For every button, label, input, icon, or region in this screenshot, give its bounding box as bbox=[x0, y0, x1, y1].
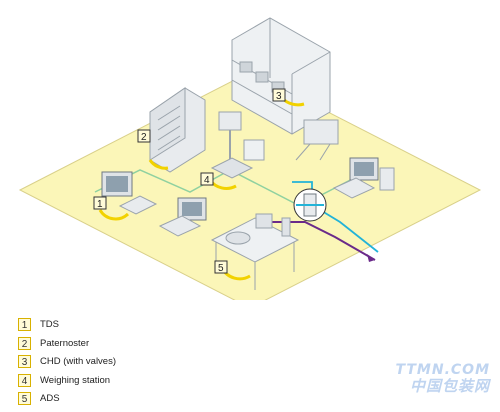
legend-badge: 1 bbox=[18, 318, 31, 331]
legend-item-paternoster: 2 Paternoster bbox=[18, 336, 218, 353]
marker-1-number: 1 bbox=[97, 199, 103, 210]
legend-item-chd: 3 CHD (with valves) bbox=[18, 355, 218, 371]
marker-1: 1 bbox=[93, 196, 107, 210]
tds-workstation bbox=[98, 171, 158, 221]
legend-item-weighing-station: 4 Weighing station bbox=[18, 373, 218, 390]
arrow-head-purple bbox=[367, 254, 375, 262]
legend-badge: 2 bbox=[18, 336, 31, 350]
marker-5: 5 bbox=[214, 260, 228, 274]
marker-2-number: 2 bbox=[141, 132, 147, 143]
marker-4-number: 4 bbox=[204, 175, 210, 186]
paternoster-unit bbox=[148, 87, 206, 173]
marker-5-number: 5 bbox=[218, 263, 224, 274]
center-workstation bbox=[158, 197, 207, 237]
purple-connection-line bbox=[250, 221, 376, 261]
legend-badge: 4 bbox=[18, 373, 31, 387]
marker-2: 2 bbox=[137, 129, 151, 143]
watermark-line1: TTMN.COM bbox=[395, 362, 490, 378]
watermark: TTMN.COM 中国包装网 bbox=[360, 362, 490, 394]
legend-label: ADS bbox=[40, 393, 60, 405]
legend: 1 TDS 2 Paternoster 3 CHD (with valves) … bbox=[18, 318, 218, 411]
ads-unit bbox=[210, 213, 300, 290]
marker-3: 3 bbox=[272, 88, 286, 102]
right-workstation bbox=[332, 157, 395, 199]
legend-item-ads: 5 ADS bbox=[18, 392, 218, 408]
legend-item-tds: 1 TDS bbox=[18, 318, 218, 334]
legend-label: CHD (with valves) bbox=[40, 356, 117, 368]
legend-label: Paternoster bbox=[40, 337, 90, 349]
legend-label: Weighing station bbox=[40, 374, 111, 386]
chd-shelving-unit bbox=[231, 17, 339, 161]
legend-badge: 5 bbox=[18, 392, 31, 406]
legend-badge: 3 bbox=[18, 355, 31, 369]
lab-layout-diagram: 1 2 3 4 5 bbox=[18, 17, 482, 300]
watermark-line2: 中国包装网 bbox=[409, 377, 490, 395]
marker-3-number: 3 bbox=[276, 91, 282, 102]
legend-label: TDS bbox=[40, 319, 59, 330]
marker-4: 4 bbox=[200, 172, 214, 186]
weighing-station bbox=[208, 111, 265, 190]
valve-detail-circle bbox=[293, 188, 327, 222]
